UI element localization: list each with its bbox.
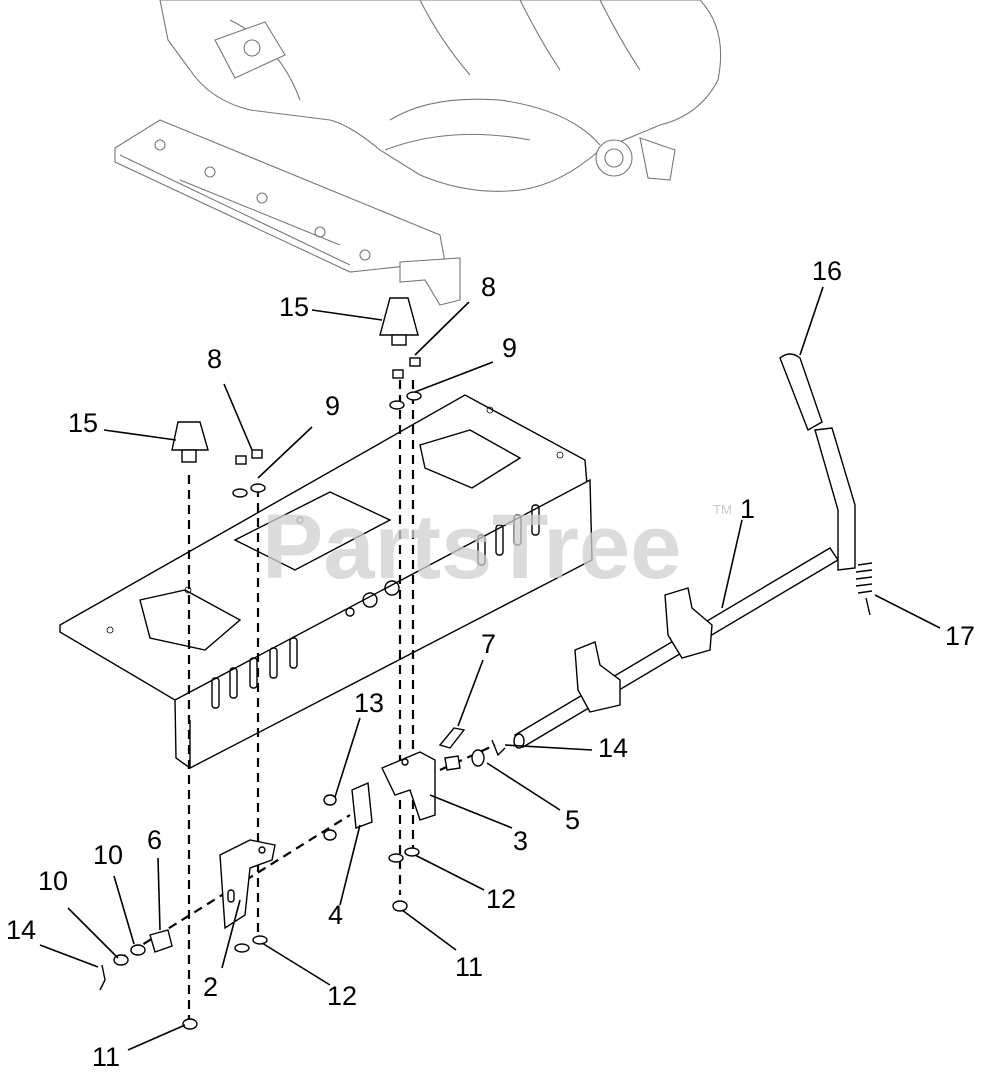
part-bumper-15a bbox=[171, 421, 209, 463]
callout-6[interactable]: 6 bbox=[147, 825, 162, 855]
callout-2[interactable]: 2 bbox=[203, 972, 218, 1002]
callout-4[interactable]: 4 bbox=[328, 900, 343, 930]
callout-15a[interactable]: 15 bbox=[68, 408, 98, 438]
callout-5[interactable]: 5 bbox=[565, 805, 580, 835]
seat-assembly bbox=[114, 0, 722, 306]
callout-14b[interactable]: 14 bbox=[598, 733, 628, 763]
callout-9a[interactable]: 9 bbox=[325, 391, 340, 421]
callout-14a[interactable]: 14 bbox=[6, 915, 36, 945]
callout-8b[interactable]: 8 bbox=[481, 272, 496, 302]
callout-11a[interactable]: 11 bbox=[92, 1042, 120, 1072]
leader-lines bbox=[39, 286, 941, 1051]
callout-12b[interactable]: 12 bbox=[486, 884, 516, 914]
part-bumper-15b bbox=[379, 297, 419, 346]
bolts-8-9 bbox=[232, 357, 422, 498]
part-plate-4 bbox=[351, 781, 373, 829]
callout-10a[interactable]: 10 bbox=[38, 866, 68, 896]
part-bracket-2 bbox=[219, 839, 276, 930]
callouts: 1 2 3 4 5 6 7 8 8 9 9 10 10 11 11 12 12 … bbox=[6, 256, 975, 1072]
callout-9b[interactable]: 9 bbox=[502, 333, 517, 363]
part-bracket-3 bbox=[381, 751, 436, 821]
part-spring-17 bbox=[855, 562, 873, 616]
callout-1[interactable]: 1 bbox=[740, 494, 755, 524]
callout-11b[interactable]: 11 bbox=[455, 952, 483, 982]
callout-17[interactable]: 17 bbox=[945, 621, 975, 651]
frame-plate bbox=[59, 394, 593, 769]
callout-12a[interactable]: 12 bbox=[327, 981, 357, 1011]
callout-8a[interactable]: 8 bbox=[207, 344, 222, 374]
watermark: PartsTree bbox=[262, 496, 681, 598]
part-rockshaft-1 bbox=[513, 547, 839, 749]
callout-7[interactable]: 7 bbox=[481, 629, 496, 659]
callout-10b[interactable]: 10 bbox=[93, 840, 123, 870]
watermark-trademark: TM bbox=[713, 502, 732, 517]
callout-3[interactable]: 3 bbox=[513, 826, 528, 856]
callout-16[interactable]: 16 bbox=[812, 256, 842, 286]
callout-15b[interactable]: 15 bbox=[279, 292, 309, 322]
hardware-misc bbox=[99, 727, 506, 1030]
callout-13[interactable]: 13 bbox=[354, 688, 384, 718]
part-handle-16 bbox=[779, 353, 856, 571]
